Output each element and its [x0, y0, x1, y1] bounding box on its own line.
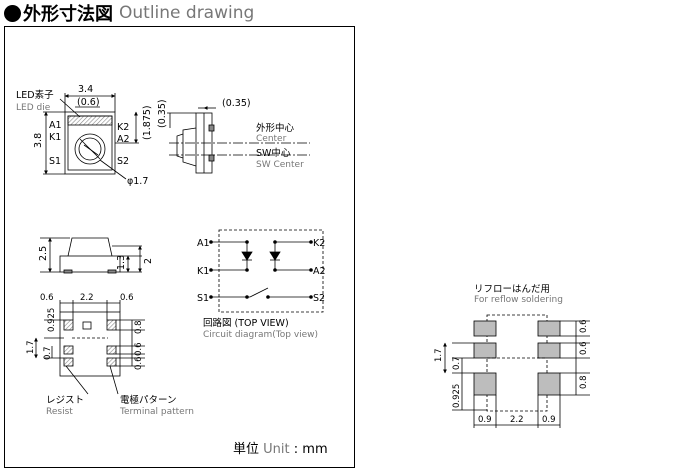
pin-label-a1: A1	[49, 120, 62, 131]
circuit-pin-k2: K2	[313, 238, 325, 249]
dim-diameter: φ1.7	[127, 176, 148, 187]
circuit-nodes	[209, 240, 313, 299]
reflow-footprint	[443, 314, 590, 428]
resist-label-jp: レジスト	[46, 395, 84, 406]
reflow-dim-l2: 0.7	[452, 356, 462, 370]
dim-bottom-top: 0.925	[47, 308, 57, 332]
circuit-caption-jp: 回路図 (TOP VIEW)	[203, 317, 289, 329]
center-label-en: Center	[256, 134, 287, 144]
reflow-title-en: For reflow soldering	[474, 295, 563, 305]
outline-frame	[4, 26, 355, 468]
bottom-view	[34, 300, 145, 395]
header-title-en: Outline drawing	[119, 3, 255, 23]
front-view-body	[59, 255, 121, 273]
reflow-dim-b3: 0.9	[542, 415, 556, 425]
dim-front-h3: 2	[143, 258, 154, 264]
pin-label-a2: A2	[117, 134, 130, 145]
pin-label-k1: K1	[49, 132, 61, 143]
pin-label-s1: S1	[49, 156, 61, 167]
bottom-view-body	[59, 311, 121, 377]
diagram-header: 外形寸法図 Outline drawing	[4, 1, 254, 25]
dim-bottom-mid: 2.2	[80, 293, 94, 303]
circuit-caption-en: Circuit diagram(Top view)	[203, 330, 318, 340]
reflow-outline	[486, 314, 548, 412]
led-die-label-en: LED die	[16, 103, 51, 113]
dim-front-h2: 1.3	[116, 255, 127, 270]
led-die-area	[67, 115, 113, 126]
terminal-label-jp: 電極パターン	[120, 394, 177, 406]
circuit-pin-s2: S2	[313, 293, 325, 304]
reflow-dim-r3: 0.8	[579, 375, 589, 389]
unit-note: 単位 Unit : mm	[233, 438, 328, 457]
led-die-label-jp: LED素子	[16, 89, 54, 101]
unit-label-en: Unit	[263, 442, 290, 457]
reflow-dim-r2: 0.6	[579, 341, 589, 355]
resist-label-en: Resist	[46, 407, 73, 417]
front-view	[40, 237, 142, 274]
dim-bottom-left: 0.6	[40, 293, 54, 303]
circuit-pin-k1: K1	[197, 266, 209, 277]
dim-bottom-h: 1.7	[26, 340, 36, 354]
reflow-title-jp: リフローはんだ用	[474, 284, 550, 295]
dim-bottom-p1: 0.8	[134, 320, 144, 334]
circuit-pin-a2: A2	[313, 266, 326, 277]
reflow-dim-l3: 0.925	[452, 384, 462, 408]
dim-bottom-p2: 0.6	[134, 342, 144, 356]
reflow-dim-b2: 2.2	[510, 415, 524, 425]
terminal-label-en: Terminal pattern	[119, 407, 194, 417]
dim-height: 3.8	[33, 133, 44, 148]
circuit-diagram	[211, 229, 324, 313]
dim-bottom-h2: 0.7	[43, 346, 53, 360]
dim-bottom-right: 0.6	[120, 293, 134, 303]
side-view	[167, 106, 310, 174]
bullet-dot-icon	[4, 4, 21, 22]
sw-center-label-en: SW Center	[256, 160, 304, 170]
unit-label-jp: 単位	[233, 442, 260, 457]
pin-label-k2: K2	[117, 122, 129, 133]
reflow-dim-l1: 1.7	[434, 348, 444, 362]
top-view	[43, 93, 139, 180]
unit-value: : mm	[293, 442, 328, 457]
header-title-jp: 外形寸法図	[23, 4, 113, 25]
dim-width: 3.4	[78, 84, 93, 95]
dim-front-h1: 2.5	[38, 246, 49, 261]
switch-button	[74, 133, 106, 165]
reflow-dim-b1: 0.9	[478, 415, 492, 425]
dim-die: (0.6)	[77, 97, 100, 108]
circuit-pin-s1: S1	[197, 293, 209, 304]
center-label-jp: 外形中心	[256, 122, 295, 134]
circuit-pin-a1: A1	[197, 238, 210, 249]
dim-bottom-p3: 0.6	[134, 356, 144, 370]
dim-offset: (1.875)	[142, 105, 153, 140]
sw-center-label-jp: SW中心	[256, 147, 291, 159]
reflow-dim-r1: 0.6	[579, 319, 589, 333]
dim-side-top: (0.35)	[222, 98, 251, 109]
pin-label-s2: S2	[117, 156, 129, 167]
dim-side-left: (0.35)	[157, 99, 168, 128]
